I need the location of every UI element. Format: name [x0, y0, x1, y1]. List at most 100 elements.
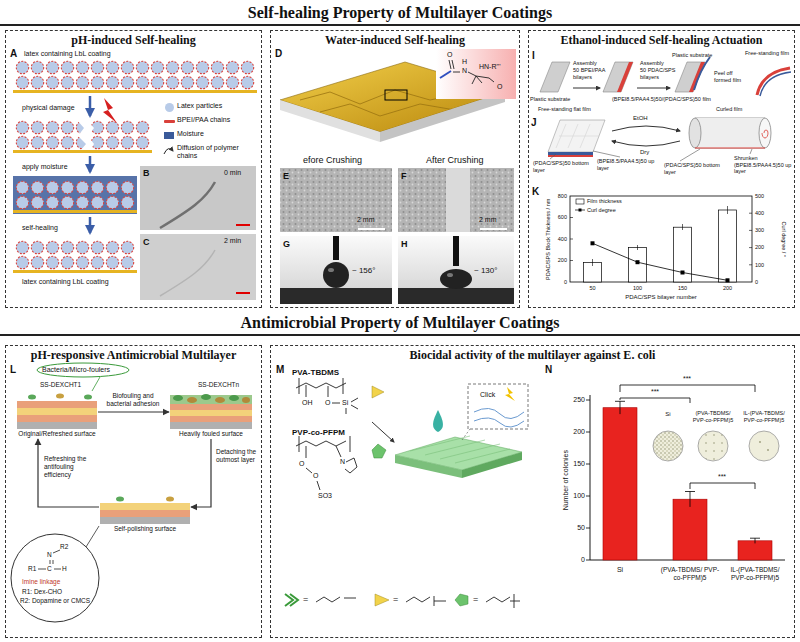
art-shape — [17, 401, 97, 408]
flow-arrow — [191, 439, 211, 507]
text-label: 400 — [755, 210, 764, 217]
art-shape — [333, 236, 339, 260]
panel-letter: A — [10, 48, 17, 60]
art-shape — [636, 260, 640, 264]
art-shape — [593, 243, 728, 280]
art-shape — [637, 88, 670, 89]
art-shape — [505, 387, 515, 401]
art-shape — [436, 49, 516, 99]
text-label: (BPEI8.5/PAA4.5)50 up layer — [597, 158, 657, 171]
art-shape — [17, 422, 97, 429]
art-shape — [299, 436, 357, 490]
text-label: N — [462, 67, 467, 75]
text-label: 100 — [573, 492, 585, 500]
panel-letter: J — [531, 117, 537, 129]
art-shape — [455, 594, 468, 606]
art-shape — [89, 217, 92, 233]
art-shape — [15, 60, 255, 90]
art-shape — [398, 168, 514, 232]
art-shape — [13, 150, 152, 153]
text-label: (PVA-TBDMS/ PVP-co-PFPM)5 — [691, 410, 735, 423]
text-label: C — [47, 565, 52, 573]
art-shape — [140, 234, 256, 300]
art-shape — [170, 410, 252, 416]
text-label: 300 — [755, 227, 764, 234]
art-shape — [675, 62, 705, 92]
legend-swatch — [164, 120, 175, 123]
art-shape — [573, 88, 600, 89]
text-label: (BPEI8.5/PAA4.5)50/(PDAC/SPS)50 film — [612, 96, 712, 103]
text-label: 50 — [577, 524, 585, 532]
text-label: ~ 156° — [352, 266, 375, 276]
text-label: 50 BPEI/PAA bilayers — [573, 67, 607, 80]
art-shape — [160, 182, 215, 228]
art-shape — [759, 441, 761, 443]
art-shape — [681, 271, 685, 275]
text-label: 50 PDAC/SPS bilayers — [640, 67, 676, 80]
text-label: Number of colonies — [562, 450, 570, 510]
art-shape — [749, 431, 779, 461]
legend-swatch — [164, 132, 174, 139]
text-label: 100 — [633, 285, 642, 292]
art-shape — [280, 236, 392, 304]
flow-arrow — [98, 411, 169, 412]
text-label: = — [393, 594, 398, 605]
text-label: EtOH — [633, 115, 648, 122]
text-label: 50 — [589, 285, 595, 292]
art-shape — [468, 384, 528, 429]
art-shape — [593, 206, 728, 266]
text-label: = — [473, 594, 478, 605]
text-label: *** — [683, 375, 691, 383]
art-shape — [13, 176, 137, 214]
art-shape — [698, 431, 728, 461]
art-shape — [86, 526, 99, 547]
art-shape — [328, 268, 334, 272]
text-label: Si — [665, 411, 670, 418]
panel-letter: D — [275, 48, 282, 60]
art-shape — [296, 441, 346, 446]
text-label: Plastic substrate — [530, 96, 570, 103]
text-label: SS-DEXCHTn — [198, 381, 239, 389]
panel-letter: L — [10, 364, 16, 376]
text-label: HN-R''' — [479, 63, 501, 71]
art-shape — [0, 24, 800, 26]
text-label: 150 — [678, 285, 687, 292]
art-shape — [372, 422, 394, 442]
text-label: Bacteria/Micro-foulers — [42, 366, 110, 374]
text-label: O — [325, 399, 330, 407]
panel-letter: Self-healing Property of Multilayer Coat… — [248, 3, 552, 22]
panel-letter: I — [532, 50, 535, 62]
text-label: (PDAC/SPS)50 bottom layer — [533, 160, 591, 173]
art-shape — [653, 431, 683, 461]
text-label: SO3 — [318, 492, 332, 500]
art-shape — [540, 62, 570, 92]
art-shape — [28, 395, 36, 400]
text-label: *** — [651, 388, 659, 396]
text-label: PDAC/SPS Block Thickness / nm — [546, 198, 553, 279]
panel-heading: Water-induced Self-healing — [271, 33, 519, 47]
text-label: (PDAC/SPS)50 bottom layer — [664, 162, 722, 175]
text-label: latex containing LbL coating — [22, 278, 109, 286]
art-shape — [603, 408, 637, 560]
art-shape — [170, 416, 252, 422]
text-label: O — [447, 51, 452, 59]
text-label: IL-(PVA-TBDMS/ PVP-co-PFPM)5 — [724, 566, 786, 582]
art-shape — [100, 517, 190, 524]
text-label: = — [303, 594, 308, 605]
art-shape — [486, 594, 520, 608]
art-shape — [620, 398, 690, 403]
art-shape — [375, 594, 389, 606]
text-label: R2 — [60, 543, 68, 551]
art-shape — [570, 196, 752, 282]
panel-letter: C — [143, 237, 150, 248]
text-label: *** — [718, 473, 726, 481]
art-shape — [84, 395, 92, 400]
art-shape — [13, 210, 137, 213]
art-shape — [170, 422, 252, 429]
text-label: Imine linkage — [22, 578, 60, 586]
art-shape — [447, 273, 453, 277]
art-shape — [316, 597, 356, 602]
flow-arrow — [38, 439, 99, 507]
text-label: Plastic substrate — [672, 52, 712, 59]
